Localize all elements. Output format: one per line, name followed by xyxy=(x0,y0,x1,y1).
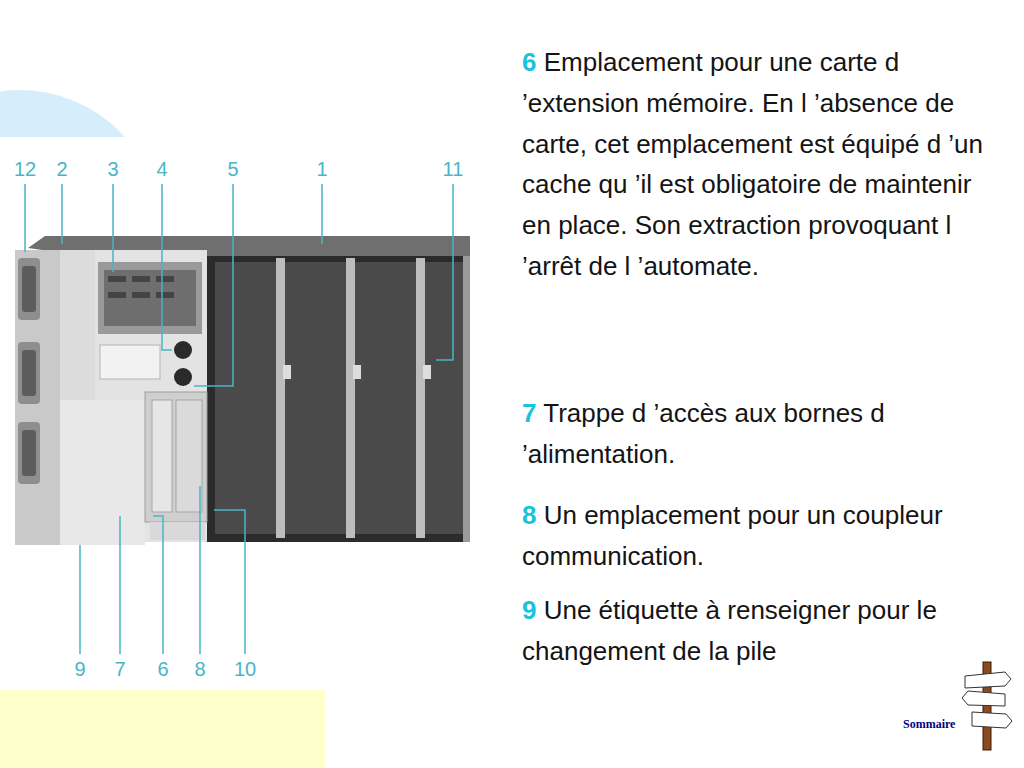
nav-link-text: Sommaire xyxy=(903,717,955,732)
callout-number: 3 xyxy=(93,158,133,180)
item-number: 9 xyxy=(522,595,536,625)
callout-number: 6 xyxy=(143,658,183,680)
callout-number: 4 xyxy=(142,158,182,180)
description-paragraph: 8 Un emplacement pour un coupleur commun… xyxy=(522,495,1004,577)
callout-number: 9 xyxy=(60,658,100,680)
item-description: Une étiquette à renseigner pour le chang… xyxy=(522,595,937,666)
signpost-icon xyxy=(962,662,1012,750)
description-paragraph: 7 Trappe d ’accès aux bornes d ’alimenta… xyxy=(522,393,1004,475)
description-paragraph: 6 Emplacement pour une carte d ’extensio… xyxy=(522,42,1004,287)
item-number: 7 xyxy=(522,398,536,428)
callout-number: 10 xyxy=(225,658,265,680)
item-description: Un emplacement pour un coupleur communic… xyxy=(522,500,943,571)
callout-number: 5 xyxy=(213,158,253,180)
callout-number: 11 xyxy=(433,158,473,180)
item-number: 6 xyxy=(522,47,536,77)
item-number: 8 xyxy=(522,500,536,530)
item-description: Trappe d ’accès aux bornes d ’alimentati… xyxy=(522,398,885,469)
description-paragraph: 9 Une étiquette à renseigner pour le cha… xyxy=(522,590,1004,672)
callout-number: 7 xyxy=(100,658,140,680)
callout-number: 1 xyxy=(302,158,342,180)
callout-number: 12 xyxy=(5,158,45,180)
callout-number: 2 xyxy=(42,158,82,180)
item-description: Emplacement pour une carte d ’extension … xyxy=(522,47,983,281)
callout-number: 8 xyxy=(180,658,220,680)
